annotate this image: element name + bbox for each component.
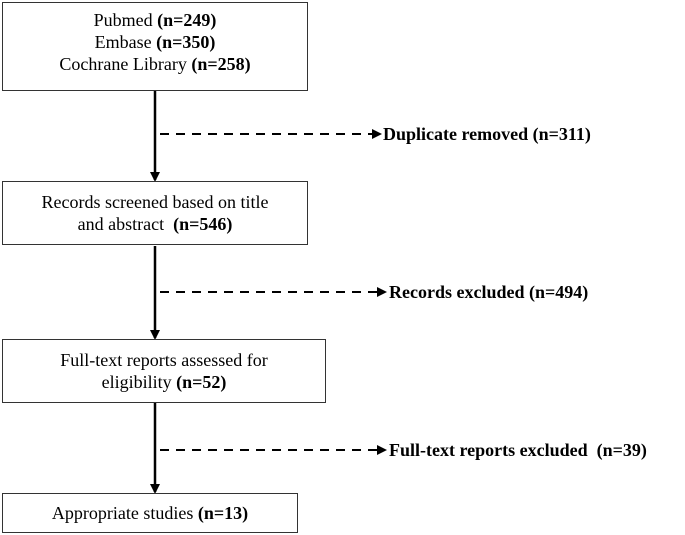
records-excluded-label: Records excluded (n=494) <box>389 282 589 302</box>
source-cochrane: Cochrane Library (n=258) <box>59 54 251 74</box>
screened-line-1: Records screened based on title <box>41 192 269 212</box>
fulltext-excluded-label: Full-text reports excluded (n=39) <box>389 440 647 460</box>
duplicates-removed-label: Duplicate removed (n=311) <box>383 124 591 144</box>
source-pubmed: Pubmed (n=249) <box>93 10 217 30</box>
fulltext-line-2: eligibility (n=52) <box>101 372 227 392</box>
included-box: Appropriate studies (n=13) <box>2 493 298 533</box>
fulltext-line-1: Full-text reports assessed for <box>60 350 268 370</box>
screened-line-2: and abstract (n=546) <box>77 214 233 234</box>
fulltext-box: Full-text reports assessed for eligibili… <box>2 339 326 403</box>
sources-box: Pubmed (n=249) Embase (n=350) Cochrane L… <box>2 2 308 91</box>
source-embase: Embase (n=350) <box>94 32 216 52</box>
screened-box: Records screened based on title and abst… <box>2 181 308 245</box>
